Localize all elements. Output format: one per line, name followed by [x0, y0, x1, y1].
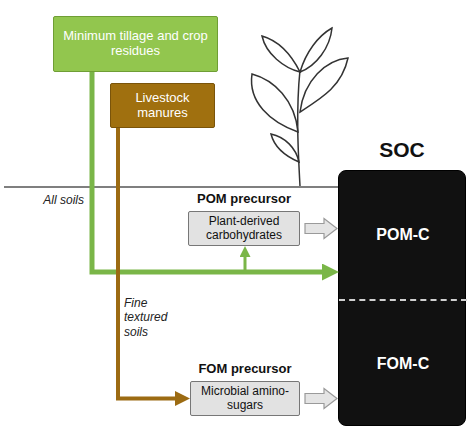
carbon-fraction: FOM-C [339, 299, 467, 427]
soc-pool: SOCPOM-CFOM-C [338, 170, 466, 426]
node-label: FOM-C [339, 301, 467, 427]
node-heading: FOM precursor [171, 361, 319, 376]
ground-line [4, 186, 338, 188]
input-box: Minimum tillage and crop residues [53, 16, 218, 72]
node-label: Plant-derived carbohydrates [189, 212, 299, 245]
plant-leaf [252, 74, 298, 132]
flow-line [92, 72, 322, 272]
edge-label: Fine textured soils [124, 296, 192, 339]
plant-leaf [271, 134, 299, 162]
node-label: Minimum tillage and crop residues [54, 17, 217, 71]
input-box: Livestock manures [110, 83, 215, 128]
plant-leaf [262, 36, 300, 72]
plant-leaf [300, 28, 332, 72]
node-label: POM-C [339, 171, 467, 299]
precursor-box: FOM precursorMicrobial amino-sugars [190, 381, 300, 416]
block-arrow [305, 219, 337, 239]
flow-line [118, 128, 175, 399]
edge-label: All soils [22, 193, 84, 207]
plant-illustration [252, 28, 348, 186]
block-arrow [305, 389, 337, 409]
precursor-box: POM precursorPlant-derived carbohydrates [188, 211, 300, 246]
node-label: Livestock manures [111, 84, 214, 127]
node-heading: SOC [319, 138, 474, 162]
node-label: Microbial amino-sugars [191, 382, 299, 415]
node-heading: POM precursor [169, 191, 319, 206]
carbon-fraction: POM-C [339, 171, 467, 299]
